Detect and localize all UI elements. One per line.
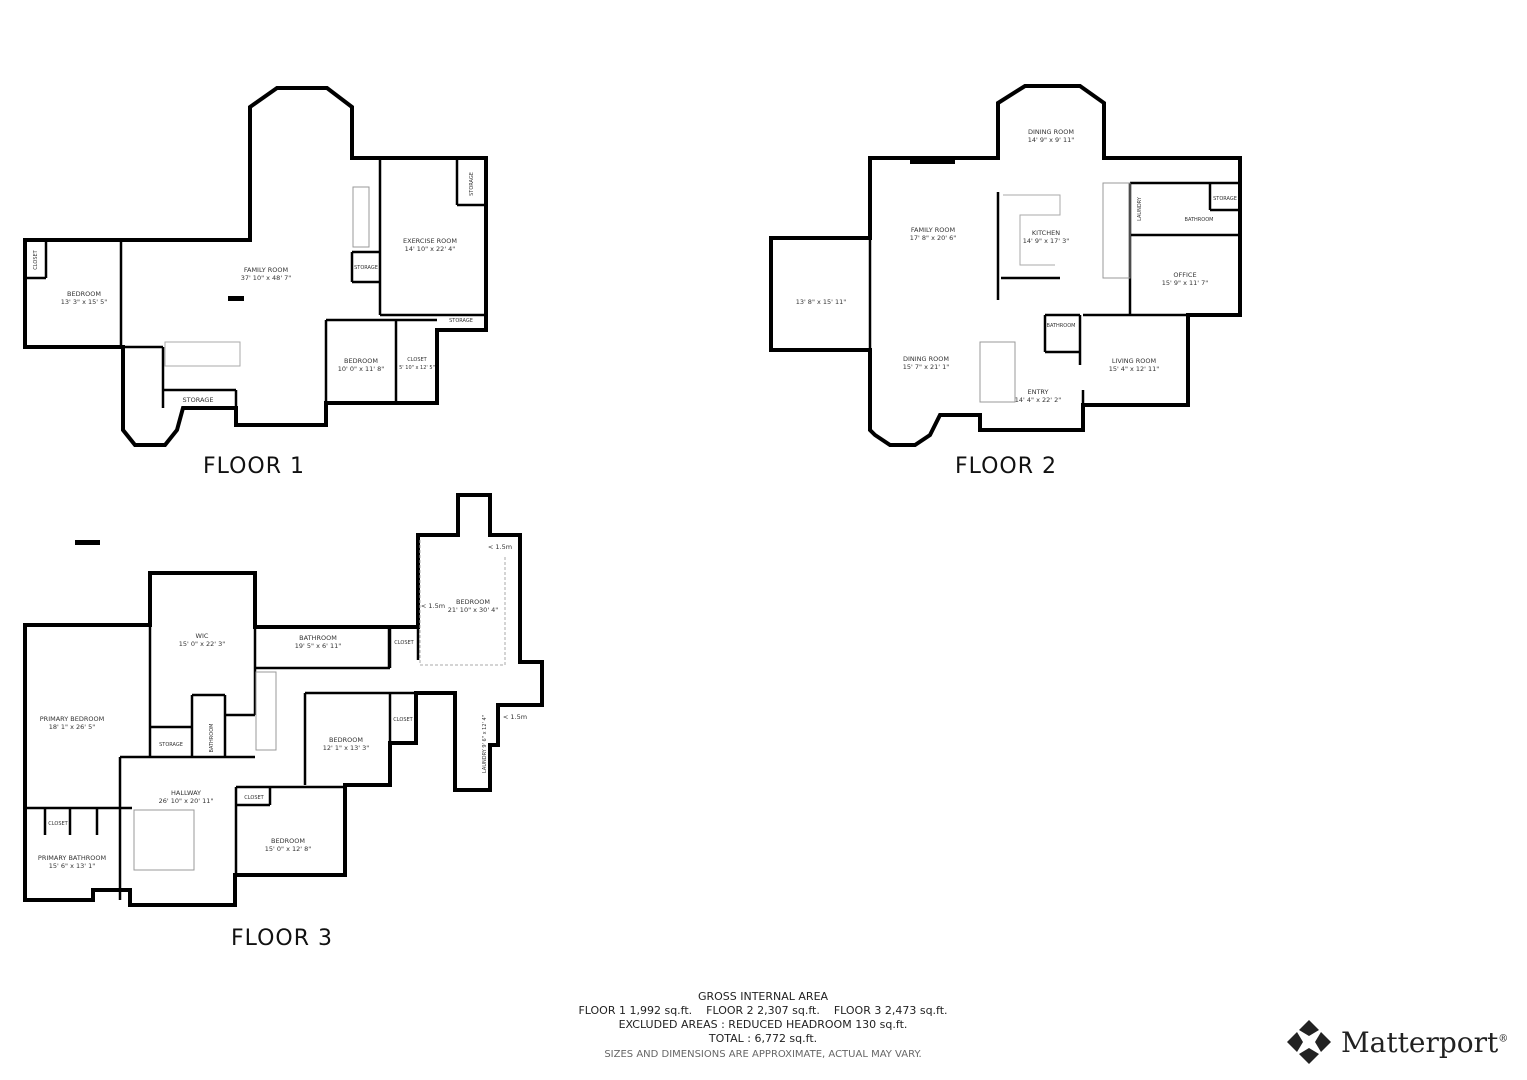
summary-note: SIZES AND DIMENSIONS ARE APPROXIMATE, AC… <box>604 1049 922 1060</box>
room-label: CLOSET <box>393 717 413 723</box>
floor-1-interior-walls <box>25 158 486 408</box>
room-label: BATHROOM <box>1046 323 1076 329</box>
floor-3-title: FLOOR 3 <box>230 926 334 951</box>
headroom-mark: < 1.5m <box>487 543 513 551</box>
matterport-logo: Matterport® <box>1285 1018 1508 1066</box>
room-label: STORAGE <box>1213 196 1237 202</box>
room-label: CLOSET <box>394 640 414 646</box>
matterport-mark-icon <box>1287 1020 1331 1064</box>
summary-heading: GROSS INTERNAL AREA <box>697 990 829 1003</box>
floor-2-title: FLOOR 2 <box>954 454 1058 479</box>
floor-3-outline <box>23 493 544 907</box>
summary-total: TOTAL : 6,772 sq.ft. <box>708 1032 818 1045</box>
headroom-mark: < 1.5m <box>420 602 446 610</box>
room-label: STORAGE <box>159 742 183 748</box>
room-label: STORAGE <box>449 318 473 324</box>
floor-3-interior-walls <box>25 625 455 900</box>
room-label: CLOSET <box>48 821 68 827</box>
room-label: BATHROOM <box>209 723 215 753</box>
room-label: STORAGE <box>354 265 378 271</box>
room-label: LAUNDRY 9' 6" x 12' 4" <box>482 715 488 773</box>
floor-1-title: FLOOR 1 <box>202 454 306 479</box>
room-label: CLOSET <box>244 795 264 801</box>
room-label: LAUNDRY <box>1137 197 1143 221</box>
brand-name: Matterport® <box>1341 1025 1509 1059</box>
summary-areas: FLOOR 1 1,992 sq.ft. FLOOR 2 2,307 sq.ft… <box>578 1004 948 1017</box>
room-label: 13' 8" x 15' 11" <box>795 298 847 306</box>
floor-2-outline <box>769 84 1242 447</box>
room-label: STORAGE <box>469 172 475 196</box>
room-label: CLOSET <box>33 250 39 270</box>
summary-excluded: EXCLUDED AREAS : REDUCED HEADROOM 130 sq… <box>618 1018 908 1031</box>
room-label: BATHROOM <box>1184 217 1214 223</box>
area-summary: GROSS INTERNAL AREA FLOOR 1 1,992 sq.ft.… <box>578 990 947 1062</box>
headroom-mark: < 1.5m <box>502 713 528 721</box>
room-label: STORAGE <box>182 396 214 404</box>
